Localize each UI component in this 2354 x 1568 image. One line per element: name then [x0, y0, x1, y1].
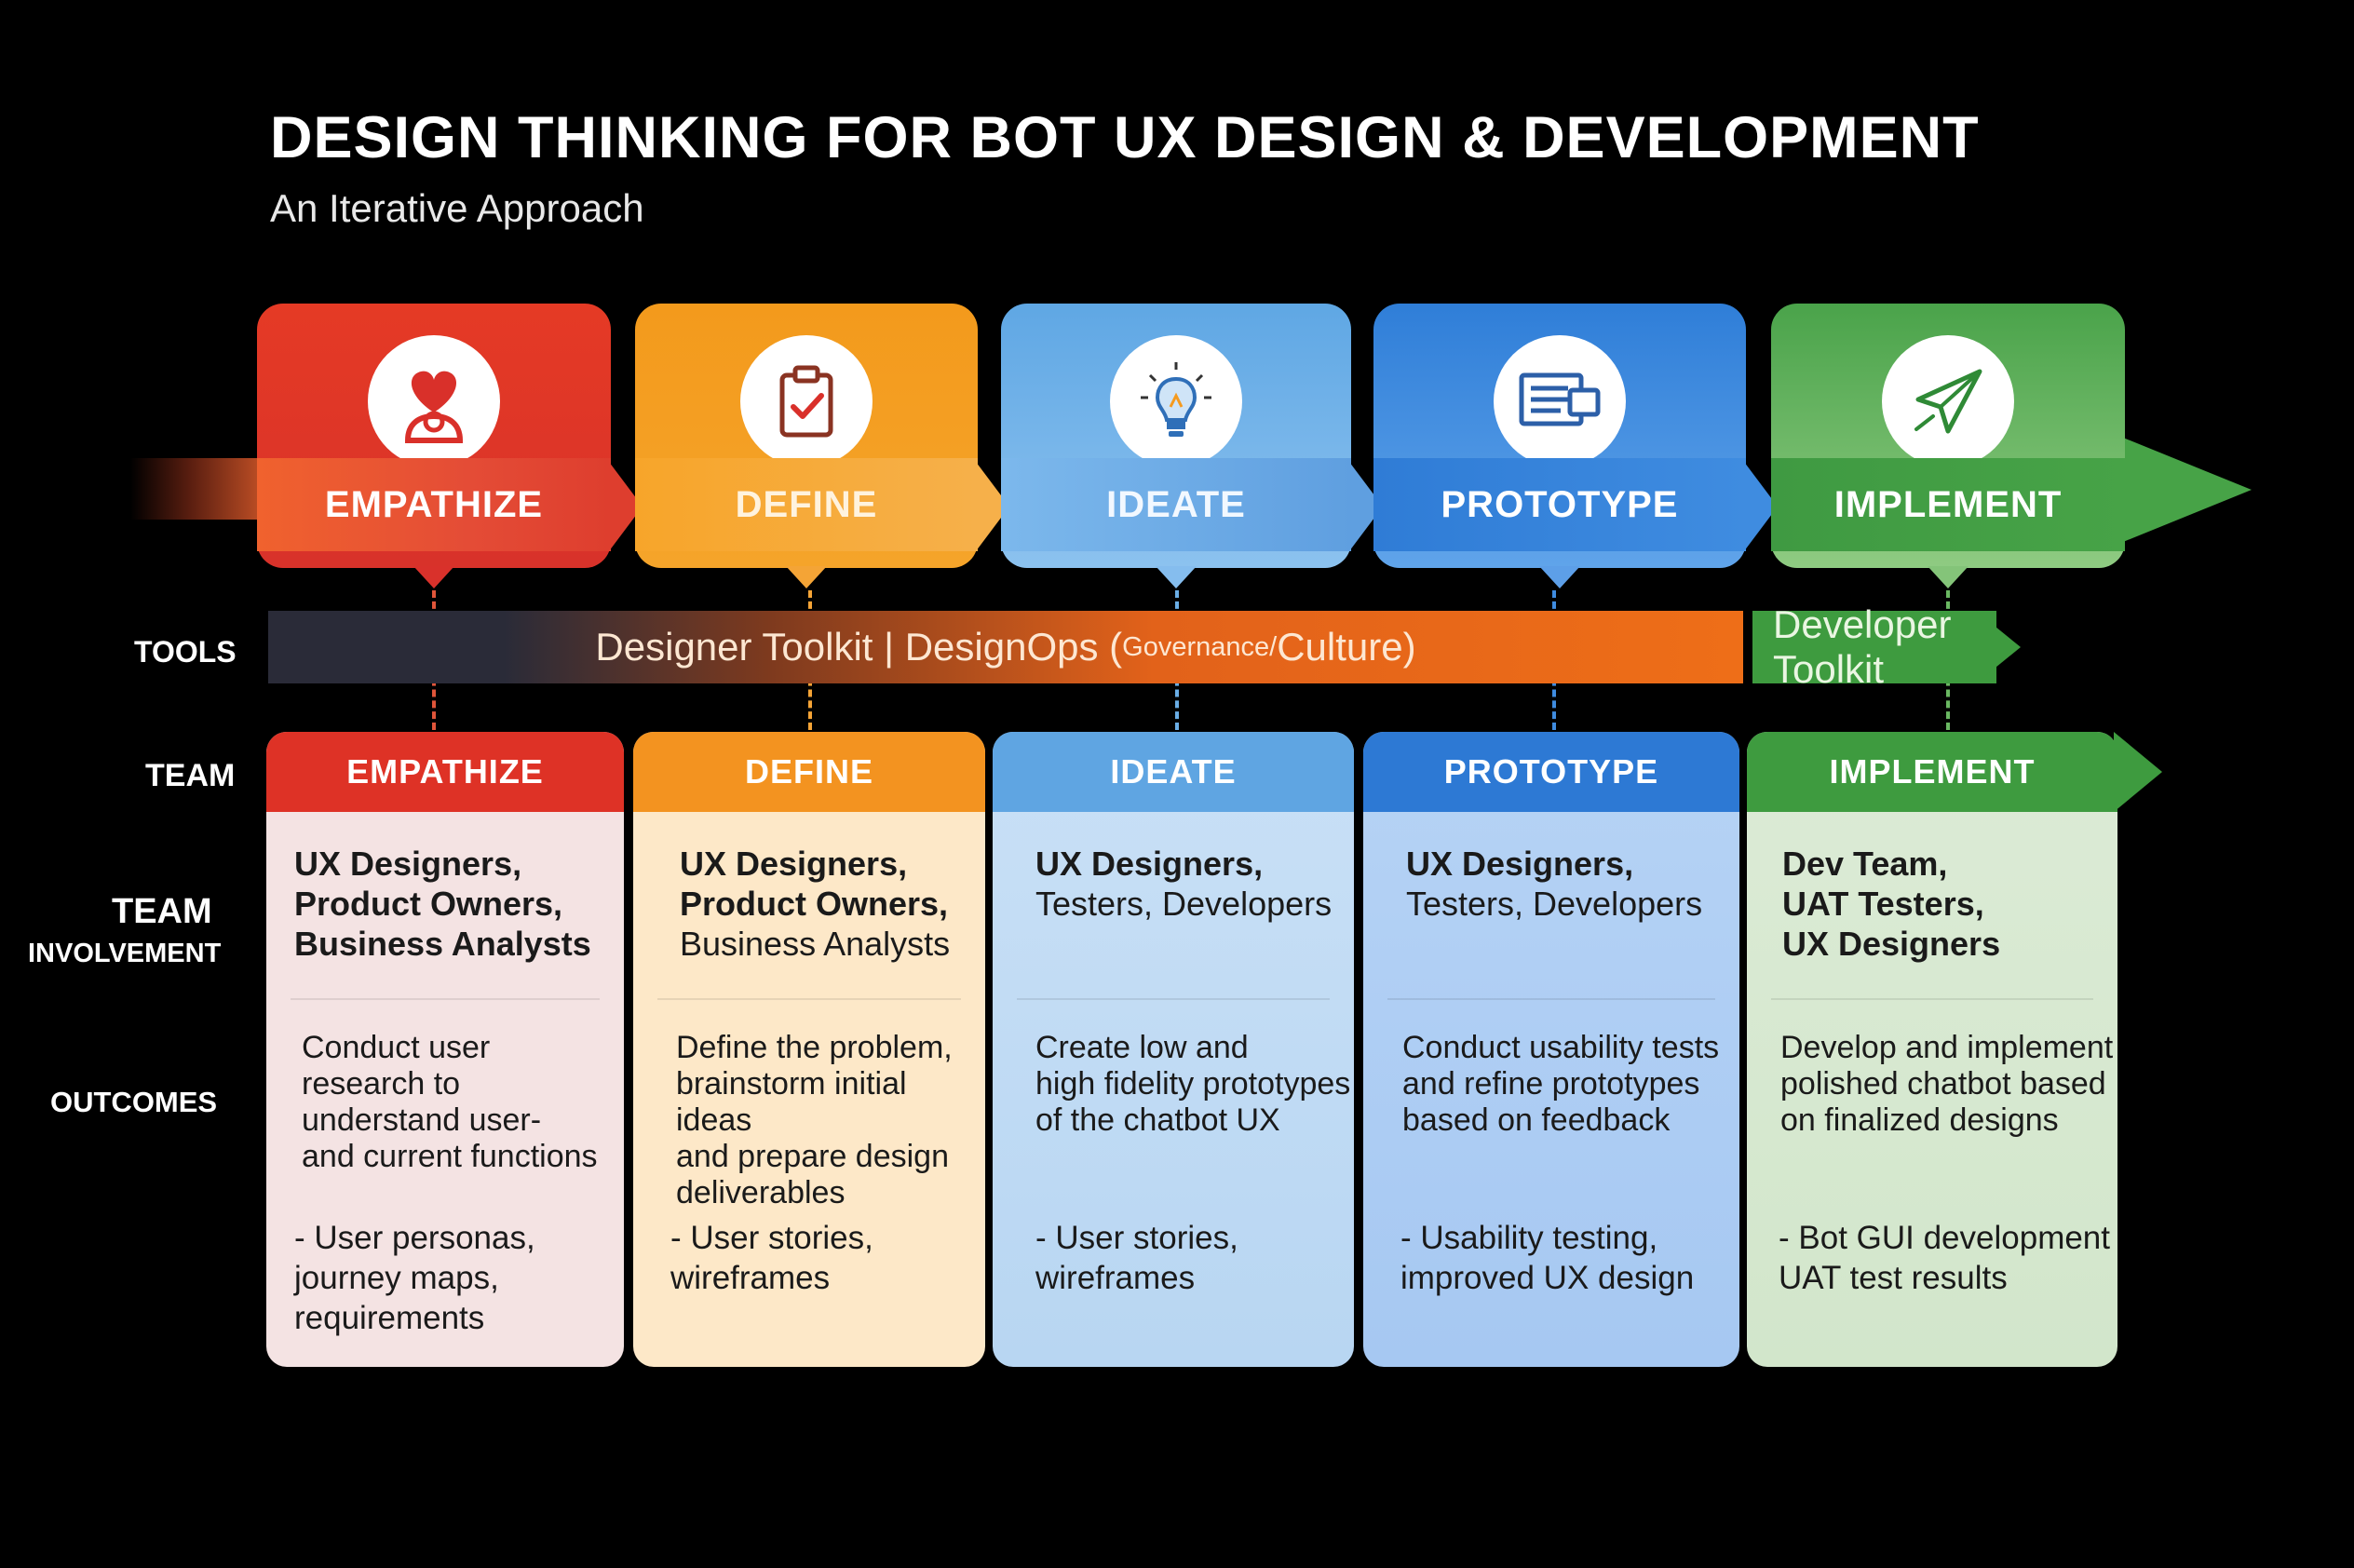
team-members: UX Designers, Testers, Developers: [1406, 844, 1732, 924]
team-card-head: IMPLEMENT: [1829, 752, 2036, 791]
page-subtitle: An Iterative Approach: [270, 186, 644, 230]
designer-toolkit-label: Designer Toolkit | DesignOps (: [595, 625, 1123, 669]
outcome-text: Develop and implement polished chatbot b…: [1780, 1030, 2114, 1138]
team-card-ideate: IDEATE UX Designers, Testers, Developers…: [993, 732, 1354, 1367]
row-label-team-involvement: TEAM: [112, 892, 212, 931]
team-member: UX Designers,: [1035, 845, 1264, 883]
team-row-arrow: [2114, 732, 2162, 812]
outcome-text: Conduct user research to understand user…: [302, 1030, 598, 1174]
team-card-define: DEFINE UX Designers, Product Owners, Bus…: [633, 732, 985, 1367]
card-divider: [291, 998, 600, 1000]
phase-label: PROTOTYPE: [1441, 483, 1679, 525]
clipboard-check-icon: [740, 335, 873, 467]
deliverables-text: - User stories, wireframes: [670, 1220, 873, 1296]
team-member: UX Designers,: [680, 845, 908, 883]
team-card-head: DEFINE: [744, 752, 873, 791]
team-members: Dev Team, UAT Testers, UX Designers: [1782, 844, 2110, 964]
developer-toolkit-label: Developer Toolkit: [1773, 602, 1952, 691]
deliverables-text: - Bot GUI development UAT test results: [1779, 1220, 2110, 1296]
designer-toolkit-governance: Governance/: [1122, 631, 1278, 662]
team-member: UX Designers: [1782, 925, 2001, 963]
team-member: UAT Testers,: [1782, 885, 1984, 923]
phase-implement: IMPLEMENT: [1771, 304, 2125, 588]
phase-label: IMPLEMENT: [1833, 483, 2063, 525]
outcome-text: Create low and high fidelity prototypes …: [1035, 1030, 1351, 1138]
flow-arrow-tail: [130, 458, 279, 520]
deliverables-text: - User personas, journey maps, requireme…: [294, 1220, 535, 1336]
card-divider: [1771, 998, 2093, 1000]
page-title: DESIGN THINKING FOR BOT UX DESIGN & DEVE…: [270, 105, 1980, 170]
phase-define: DEFINE: [635, 304, 1009, 588]
team-member: Testers, Developers: [1406, 885, 1703, 923]
heart-person-icon: [368, 335, 500, 467]
developer-toolkit-bar: Developer Toolkit: [1752, 602, 1996, 691]
row-label-outcomes: OUTCOMES: [50, 1086, 218, 1118]
team-member: Business Analysts: [294, 925, 591, 963]
developer-toolkit-arrow: [1976, 611, 2021, 683]
team-member: Product Owners,: [680, 885, 949, 923]
outcome-text: Conduct usability tests and refine proto…: [1402, 1030, 1720, 1138]
lightbulb-icon: [1110, 335, 1242, 467]
team-member: Testers, Developers: [1035, 885, 1333, 923]
team-member: Dev Team,: [1782, 845, 1948, 883]
phase-label: IDEATE: [1106, 483, 1246, 525]
card-divider: [1017, 998, 1330, 1000]
phase-label: DEFINE: [735, 483, 878, 525]
team-member: UX Designers,: [1406, 845, 1634, 883]
team-card-empathize: EMPATHIZE UX Designers, Product Owners, …: [266, 732, 624, 1367]
row-label-tools: TOOLS: [134, 635, 237, 669]
team-members: UX Designers, Product Owners, Business A…: [680, 844, 978, 964]
phase-prototype: PROTOTYPE: [1373, 304, 1778, 588]
team-member: UX Designers,: [294, 845, 522, 883]
team-card-head: PROTOTYPE: [1443, 752, 1659, 791]
team-card-prototype: PROTOTYPE UX Designers, Testers, Develop…: [1363, 732, 1739, 1367]
row-label-involvement: INVOLVEMENT: [28, 939, 222, 968]
prototype-screens-icon: [1494, 335, 1626, 467]
flow-arrow-head: [2123, 438, 2252, 542]
designer-toolkit-culture: Culture): [1277, 625, 1416, 669]
team-member: Product Owners,: [294, 885, 563, 923]
designer-toolkit-bar: Designer Toolkit | DesignOps (Governance…: [268, 611, 1743, 683]
phase-empathize: EMPATHIZE: [257, 304, 643, 588]
deliverables-text: - Usability testing, improved UX design: [1400, 1220, 1695, 1296]
team-member: Business Analysts: [680, 925, 951, 963]
phase-label: EMPATHIZE: [324, 483, 544, 525]
team-members: UX Designers, Product Owners, Business A…: [294, 844, 616, 964]
team-members: UX Designers, Testers, Developers: [1035, 844, 1346, 924]
card-divider: [1387, 998, 1715, 1000]
outcome-text: Define the problem, brainstorm initial i…: [676, 1030, 953, 1210]
phase-ideate: IDEATE: [1001, 304, 1383, 588]
team-card-head: IDEATE: [1110, 752, 1237, 791]
paper-plane-icon: [1882, 335, 2014, 467]
team-card-implement: IMPLEMENT Dev Team, UAT Testers, UX Desi…: [1747, 732, 2117, 1367]
row-label-team: TEAM: [145, 758, 236, 793]
card-divider: [657, 998, 961, 1000]
deliverables-text: - User stories, wireframes: [1035, 1220, 1238, 1296]
team-card-head: EMPATHIZE: [346, 752, 544, 791]
